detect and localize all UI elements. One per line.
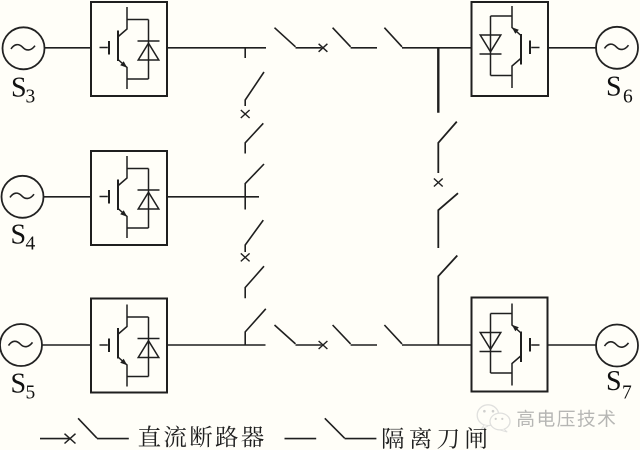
svg-text:6: 6 — [623, 87, 633, 108]
svg-text:S: S — [11, 73, 27, 104]
svg-text:S: S — [606, 366, 622, 397]
svg-text:3: 3 — [26, 87, 36, 108]
svg-text:S: S — [11, 369, 27, 400]
svg-text:S: S — [11, 220, 27, 251]
svg-text:7: 7 — [622, 383, 632, 404]
svg-text:5: 5 — [26, 383, 36, 404]
svg-text:4: 4 — [26, 234, 36, 255]
svg-text:S: S — [606, 72, 622, 103]
